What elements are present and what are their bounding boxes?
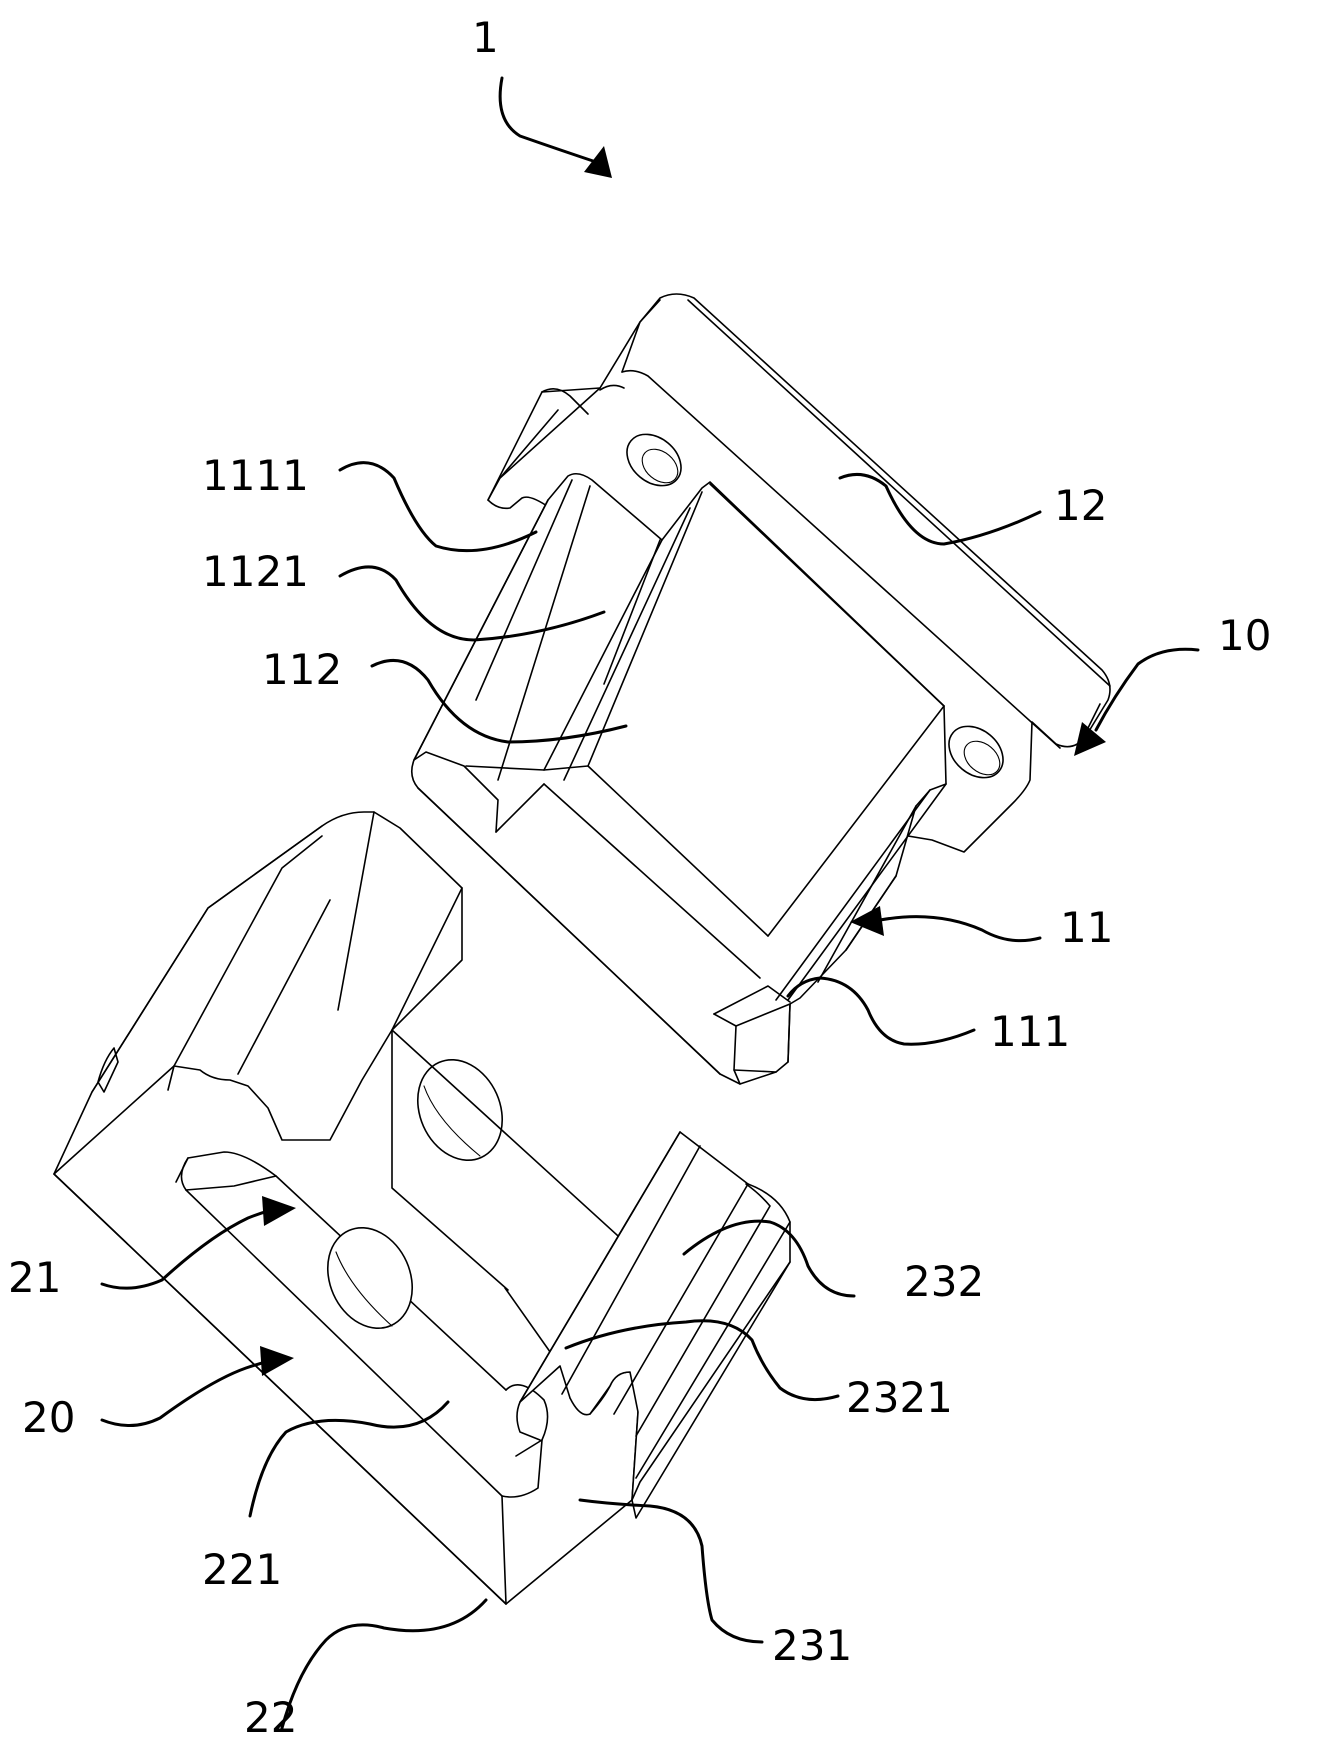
- leader-111: [788, 978, 974, 1044]
- leader-11: [880, 917, 1040, 941]
- leader-10: [1096, 649, 1198, 730]
- label-1121: 1121: [202, 547, 309, 596]
- leader-1: [500, 78, 602, 164]
- label-1111: 1111: [202, 451, 309, 500]
- arrowhead-1: [584, 146, 612, 178]
- label-20: 20: [22, 1393, 75, 1442]
- label-112: 112: [262, 645, 342, 694]
- label-231: 231: [772, 1621, 852, 1670]
- label-2321: 2321: [846, 1373, 953, 1422]
- body-22: [54, 812, 645, 1604]
- label-232: 232: [904, 1257, 984, 1306]
- leader-22: [282, 1600, 486, 1728]
- label-22: 22: [244, 1693, 297, 1742]
- leader-20: [102, 1358, 280, 1426]
- upper-component-10: [412, 294, 1110, 1084]
- label-21: 21: [8, 1253, 61, 1302]
- label-12: 12: [1054, 481, 1107, 530]
- label-10: 10: [1218, 611, 1271, 660]
- label-111: 111: [990, 1007, 1070, 1056]
- label-11: 11: [1060, 903, 1113, 952]
- label-1: 1: [472, 13, 499, 62]
- label-221: 221: [202, 1545, 282, 1594]
